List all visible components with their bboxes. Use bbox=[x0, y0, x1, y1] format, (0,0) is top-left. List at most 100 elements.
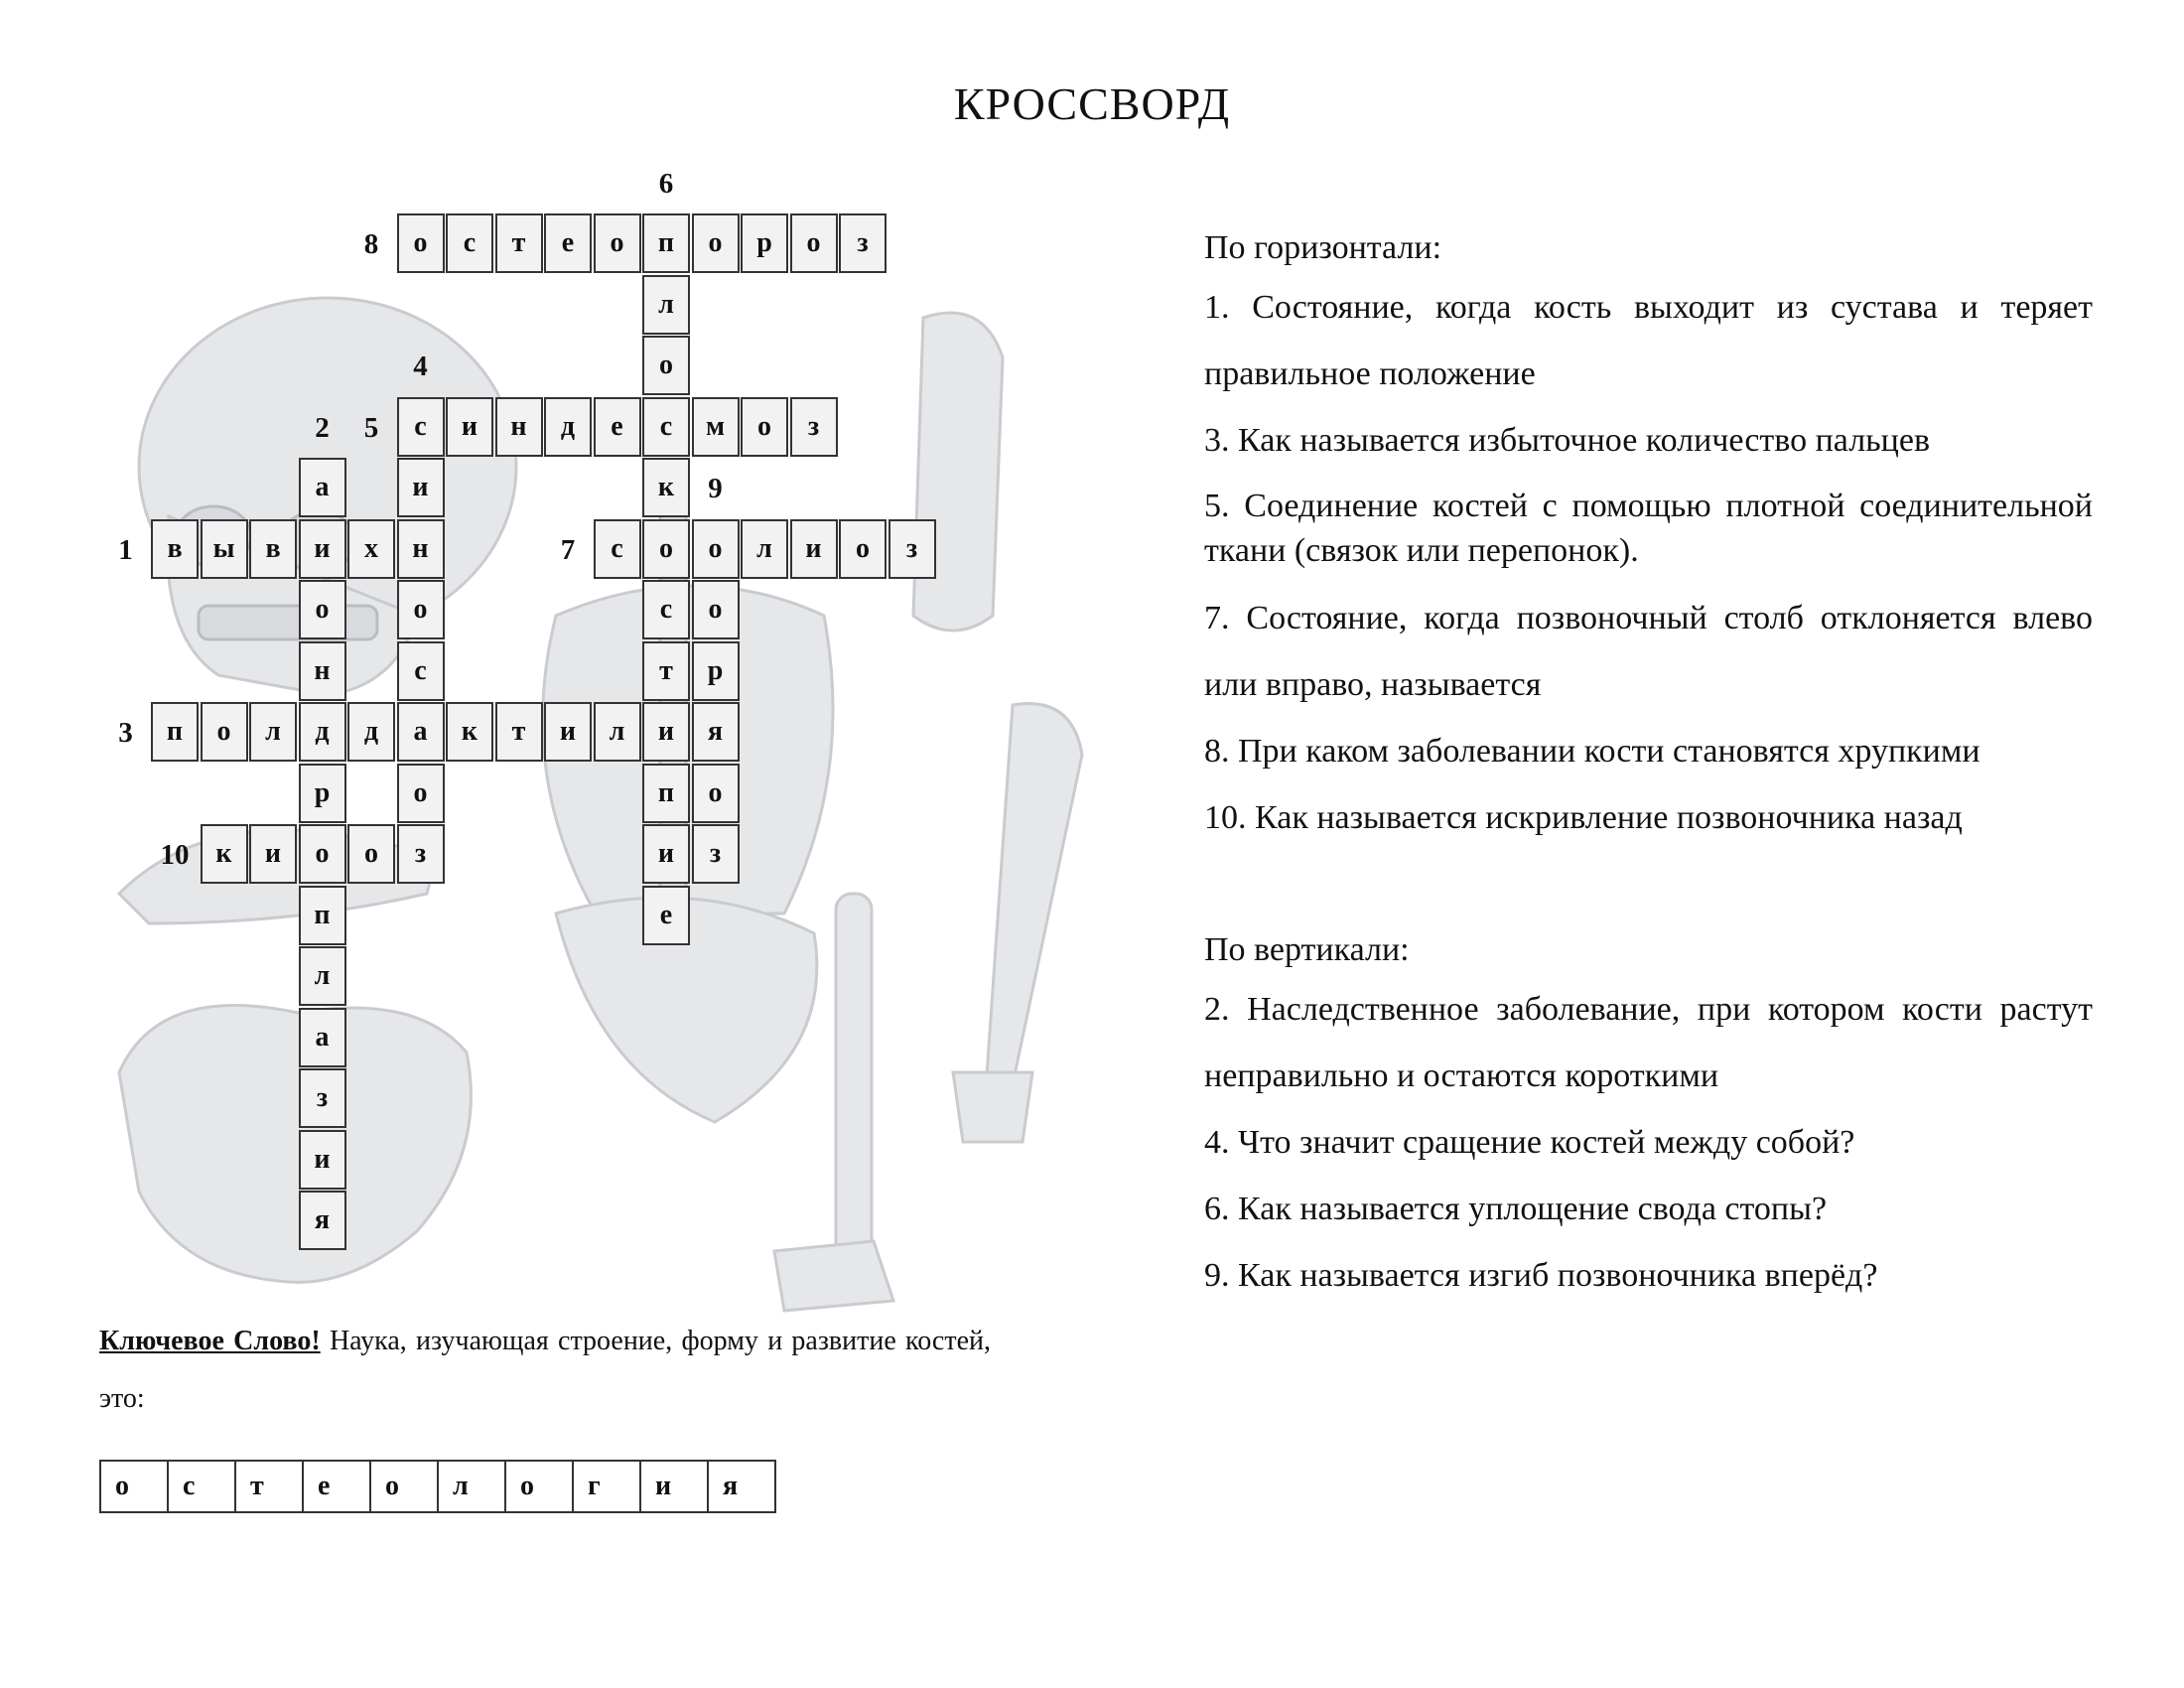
crossword-cell[interactable]: м bbox=[691, 396, 740, 457]
clue-number-9: 9 bbox=[708, 473, 723, 504]
crossword-cell[interactable]: х bbox=[347, 518, 395, 579]
clue-across-1: 1. Состояние, когда кость выходит из сус… bbox=[1204, 289, 2093, 392]
crossword-cell[interactable]: я bbox=[298, 1191, 346, 1250]
crossword-cell[interactable]: с bbox=[642, 396, 690, 457]
keyword-answer-cell[interactable]: и bbox=[639, 1460, 709, 1513]
crossword-cell[interactable]: а bbox=[298, 1007, 346, 1067]
crossword-cell[interactable]: р bbox=[741, 213, 788, 273]
crossword-cell[interactable]: и bbox=[789, 518, 838, 579]
pelvis-illustration bbox=[117, 1004, 473, 1284]
crossword-cell[interactable]: н bbox=[396, 518, 445, 579]
crossword-cell[interactable]: о bbox=[642, 336, 690, 395]
crossword-cell[interactable]: о bbox=[593, 213, 641, 273]
crossword-cell[interactable]: в bbox=[151, 518, 199, 579]
crossword-cell[interactable]: и bbox=[642, 702, 690, 762]
crossword-cell[interactable]: л bbox=[298, 946, 346, 1006]
crossword-cell[interactable]: п bbox=[298, 885, 346, 945]
crossword-cell[interactable]: к bbox=[446, 702, 493, 762]
keyword-answer-cell[interactable]: о bbox=[99, 1460, 169, 1513]
crossword-cell[interactable]: л bbox=[593, 702, 641, 762]
keyword-answer-cell[interactable]: т bbox=[234, 1460, 304, 1513]
crossword-cell[interactable]: л bbox=[642, 274, 690, 335]
crossword-cell[interactable]: о bbox=[200, 702, 248, 762]
keyword-answer-cell[interactable]: г bbox=[572, 1460, 641, 1513]
crossword-cell[interactable]: д bbox=[298, 702, 346, 762]
crossword-cell[interactable]: о bbox=[298, 580, 346, 639]
crossword-cell[interactable]: с bbox=[593, 518, 641, 579]
crossword-cell[interactable]: р bbox=[691, 640, 740, 701]
crossword-cell[interactable]: о bbox=[347, 824, 395, 884]
crossword-cell[interactable]: о bbox=[396, 213, 445, 273]
crossword-cell[interactable]: и bbox=[642, 824, 690, 884]
keyword-heading: Ключевое Слово! bbox=[99, 1326, 321, 1356]
crossword-cell[interactable]: з bbox=[691, 824, 740, 884]
crossword-cell[interactable]: л bbox=[741, 518, 788, 579]
crossword-cell[interactable]: т bbox=[494, 702, 543, 762]
crossword-cell[interactable]: з bbox=[396, 824, 445, 884]
crossword-cell[interactable]: а bbox=[396, 702, 445, 762]
clue-across-10: 10. Как называется искривление позвоночн… bbox=[1204, 799, 1963, 836]
across-heading: По горизонтали: bbox=[1204, 229, 1442, 266]
crossword-cell[interactable]: о bbox=[642, 518, 690, 579]
keyword-answer-cell[interactable]: о bbox=[369, 1460, 439, 1513]
crossword-cell[interactable]: я bbox=[691, 702, 740, 762]
leg-illustration bbox=[772, 892, 896, 1313]
keyword-answer-cell[interactable]: я bbox=[707, 1460, 776, 1513]
crossword-cell[interactable]: и bbox=[249, 824, 297, 884]
crossword-cell[interactable]: т bbox=[494, 213, 543, 273]
crossword-cell[interactable]: о bbox=[691, 580, 740, 639]
crossword-cell[interactable]: л bbox=[249, 702, 297, 762]
crossword-cell[interactable]: и bbox=[298, 1129, 346, 1190]
crossword-cell[interactable]: о bbox=[839, 518, 887, 579]
crossword-cell[interactable]: и bbox=[298, 518, 346, 579]
crossword-cell[interactable]: с bbox=[446, 213, 493, 273]
crossword-cell[interactable]: е bbox=[593, 396, 641, 457]
crossword-cell[interactable]: е bbox=[544, 213, 592, 273]
crossword-cell[interactable]: о bbox=[691, 763, 740, 823]
clue-down-9: 9. Как называется изгиб позвоночника впе… bbox=[1204, 1257, 1878, 1294]
crossword-cell[interactable]: н bbox=[494, 396, 543, 457]
crossword-cell[interactable]: к bbox=[200, 824, 248, 884]
crossword-cell[interactable]: з bbox=[789, 396, 838, 457]
crossword-cell[interactable]: п bbox=[642, 763, 690, 823]
crossword-cell[interactable]: с bbox=[642, 580, 690, 639]
crossword-cell[interactable]: и bbox=[544, 702, 592, 762]
crossword-cell[interactable]: р bbox=[298, 763, 346, 823]
crossword-cell[interactable]: о bbox=[789, 213, 838, 273]
crossword-cell[interactable]: к bbox=[642, 458, 690, 517]
keyword-answer-cell[interactable]: с bbox=[167, 1460, 236, 1513]
crossword-cell[interactable]: д bbox=[347, 702, 395, 762]
crossword-cell[interactable]: п bbox=[151, 702, 199, 762]
crossword-cell[interactable]: н bbox=[298, 640, 346, 701]
crossword-cell[interactable]: о bbox=[741, 396, 788, 457]
clue-down-4: 4. Что значит сращение костей между собо… bbox=[1204, 1124, 1855, 1161]
clue-number-3: 3 bbox=[118, 717, 133, 749]
clue-number-10: 10 bbox=[160, 839, 190, 871]
keyword-answer-cell[interactable]: е bbox=[302, 1460, 371, 1513]
keyword-section: Ключевое Слово! Наука, изучающая строени… bbox=[99, 1313, 991, 1428]
crossword-cell[interactable]: о bbox=[396, 580, 445, 639]
crossword-cell[interactable]: з bbox=[298, 1068, 346, 1128]
keyword-answer-cell[interactable]: л bbox=[437, 1460, 506, 1513]
clue-across-3: 3. Как называется избыточное количество … bbox=[1204, 422, 1930, 459]
crossword-cell[interactable]: д bbox=[544, 396, 592, 457]
keyword-answer-cell[interactable]: о bbox=[504, 1460, 574, 1513]
crossword-cell[interactable]: п bbox=[642, 213, 690, 273]
crossword-cell[interactable]: а bbox=[298, 458, 346, 517]
crossword-cell[interactable]: о bbox=[396, 763, 445, 823]
crossword-cell[interactable]: з bbox=[887, 518, 936, 579]
crossword-cell[interactable]: о bbox=[691, 213, 740, 273]
crossword-cell[interactable]: с bbox=[396, 640, 445, 701]
crossword-cell[interactable]: з bbox=[839, 213, 887, 273]
crossword-cell[interactable]: в bbox=[249, 518, 297, 579]
crossword-cell[interactable]: о bbox=[298, 824, 346, 884]
crossword-cell[interactable]: и bbox=[446, 396, 493, 457]
crossword-cell[interactable]: т bbox=[642, 640, 690, 701]
crossword-cell[interactable]: ы bbox=[200, 518, 248, 579]
crossword-cell[interactable]: е bbox=[642, 885, 690, 945]
crossword-cell[interactable]: с bbox=[396, 396, 445, 457]
crossword-cell[interactable]: и bbox=[396, 458, 445, 517]
crossword-cell[interactable]: о bbox=[691, 518, 740, 579]
